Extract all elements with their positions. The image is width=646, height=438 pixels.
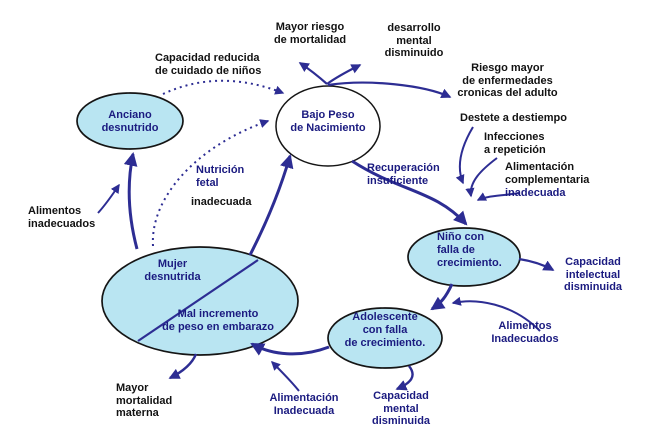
arrow-alimentos-inadecuados-der-feeder (451, 296, 541, 332)
label-capacidad-intelectual: Capacidad intelectual disminuida (563, 256, 623, 293)
arrow-infecciones-feeder (465, 157, 498, 198)
label-alimentos-inadecuados-der: Alimentos Inadecuados (491, 320, 559, 345)
label-recuperacion-insuficiente: Recuperación insuficiente (367, 162, 440, 187)
arrow-alimentacion-complementaria-feeder (476, 192, 520, 201)
node-adolescente-ellipse (327, 307, 443, 369)
arrow-mujer-to-mortalidad-materna (168, 353, 198, 380)
label-nutricion-fetal: Nutrición fetal (196, 164, 245, 189)
node-adolescente-label: Adolescente con falla de crecimiento. (344, 311, 426, 349)
node-nino-label: Niño con falla de crecimiento. (437, 231, 502, 269)
label-riesgo-enfermedades: Riesgo mayor de enfermedades cronicas de… (457, 62, 558, 99)
arrow-adolescente-to-capacidad-mental (395, 365, 414, 391)
arrow-adolescente-to-mujer (250, 342, 330, 356)
node-mujer-ellipse (101, 246, 299, 356)
label-destete: Destete a destiempo (460, 112, 567, 124)
arrow-nino-to-adolescente (430, 283, 454, 311)
label-alimentacion-complementaria: Alimentación complementaria (505, 161, 590, 186)
label-mayor-mortalidad-materna: Mayor mortalidad materna (116, 382, 173, 419)
node-anciano-label: Anciano desnutrido (101, 109, 159, 134)
node-mujer-label: Mujer desnutrida (144, 258, 201, 283)
label-mayor-riesgo-mortalidad: Mayor riesgo de mortalidad (273, 21, 347, 46)
node-nino-ellipse (407, 227, 521, 287)
label-desarrollo-mental: desarrollo mental disminuido (384, 22, 444, 59)
node-anciano-ellipse (76, 92, 184, 150)
node-mal-incremento-label: Mal incremento de peso en embarazo (162, 308, 274, 333)
arrow-to-mayor-riesgo (298, 62, 328, 85)
arrow-alimentacion-inadecuada-feeder (271, 361, 300, 392)
arrow-bajo-peso-to-nino (351, 159, 468, 226)
label-capacidad-reducida: Capacidad reducida de cuidado de niños (155, 52, 262, 77)
label-alimentacion-inadecuada: Alimentación Inadecuada (269, 392, 339, 417)
arrow-mujer-to-anciano (123, 151, 139, 250)
dotted-arrow-mujer-to-bajo-peso (151, 119, 270, 247)
arrow-to-riesgo-enfermedades (327, 81, 452, 98)
label-capacidad-mental: Capacidad mental disminuida (371, 390, 431, 427)
arrow-mujer-to-bajo-peso (248, 154, 294, 256)
mujer-divider-line (137, 259, 259, 342)
dotted-arrow-anciano-to-bajo-peso (162, 79, 285, 95)
node-bajo-peso-label: Bajo Peso de Nacimiento (290, 109, 366, 134)
label-alimentacion-complementaria-inadecuada: inadecuada (505, 187, 566, 199)
arrow-alimentos-inadecuados-izq-feeder (97, 183, 120, 214)
arrow-nino-to-capacidad-intelectual (518, 257, 555, 272)
node-bajo-peso-circle (275, 85, 381, 167)
arrow-to-desarrollo-mental (326, 64, 362, 85)
label-alimentos-inadecuados-izq: Alimentos inadecuados (28, 205, 96, 230)
label-infecciones: Infecciones a repetición (484, 131, 546, 156)
label-nutricion-fetal-inadecuada: inadecuada (191, 196, 252, 208)
arrow-destete-feeder (455, 126, 474, 185)
